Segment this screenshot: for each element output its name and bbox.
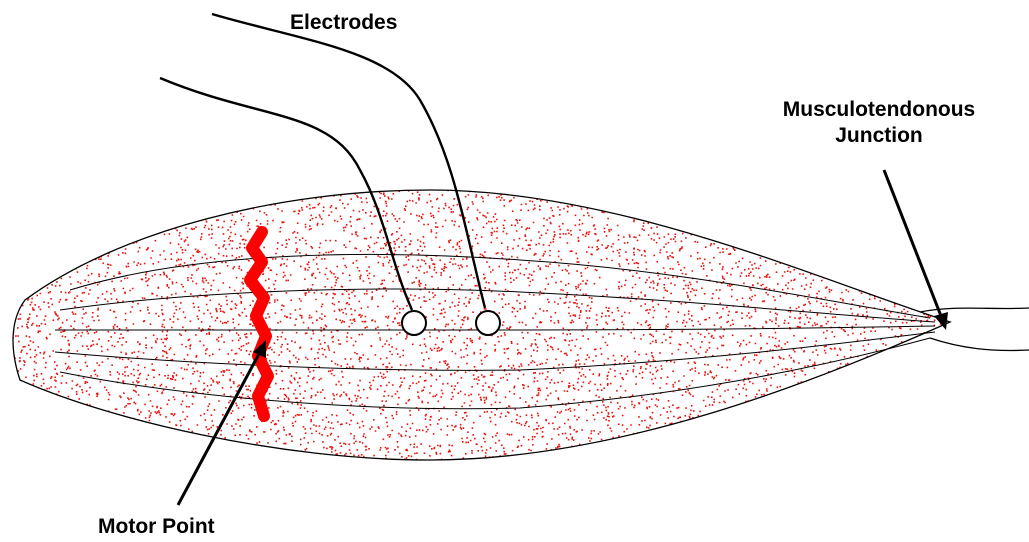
motor-point-arrow <box>178 340 266 505</box>
musculotendonous-junction-label: Musculotendonous Junction <box>759 97 999 150</box>
electrode-circle-icon <box>476 311 500 335</box>
motor-point-label: Motor Point <box>98 514 215 540</box>
motor-point-band <box>250 232 268 416</box>
electrodes-label: Electrodes <box>290 10 397 36</box>
musculotendonous-label-line1: Musculotendonous <box>759 97 999 123</box>
electrode-circle-icon <box>402 311 426 335</box>
musculotendonous-junction-arrow <box>884 170 948 330</box>
tendon-upper-line <box>920 308 1029 312</box>
musculotendonous-label-line2: Junction <box>759 123 999 149</box>
tendon-lower-line <box>930 338 1029 351</box>
